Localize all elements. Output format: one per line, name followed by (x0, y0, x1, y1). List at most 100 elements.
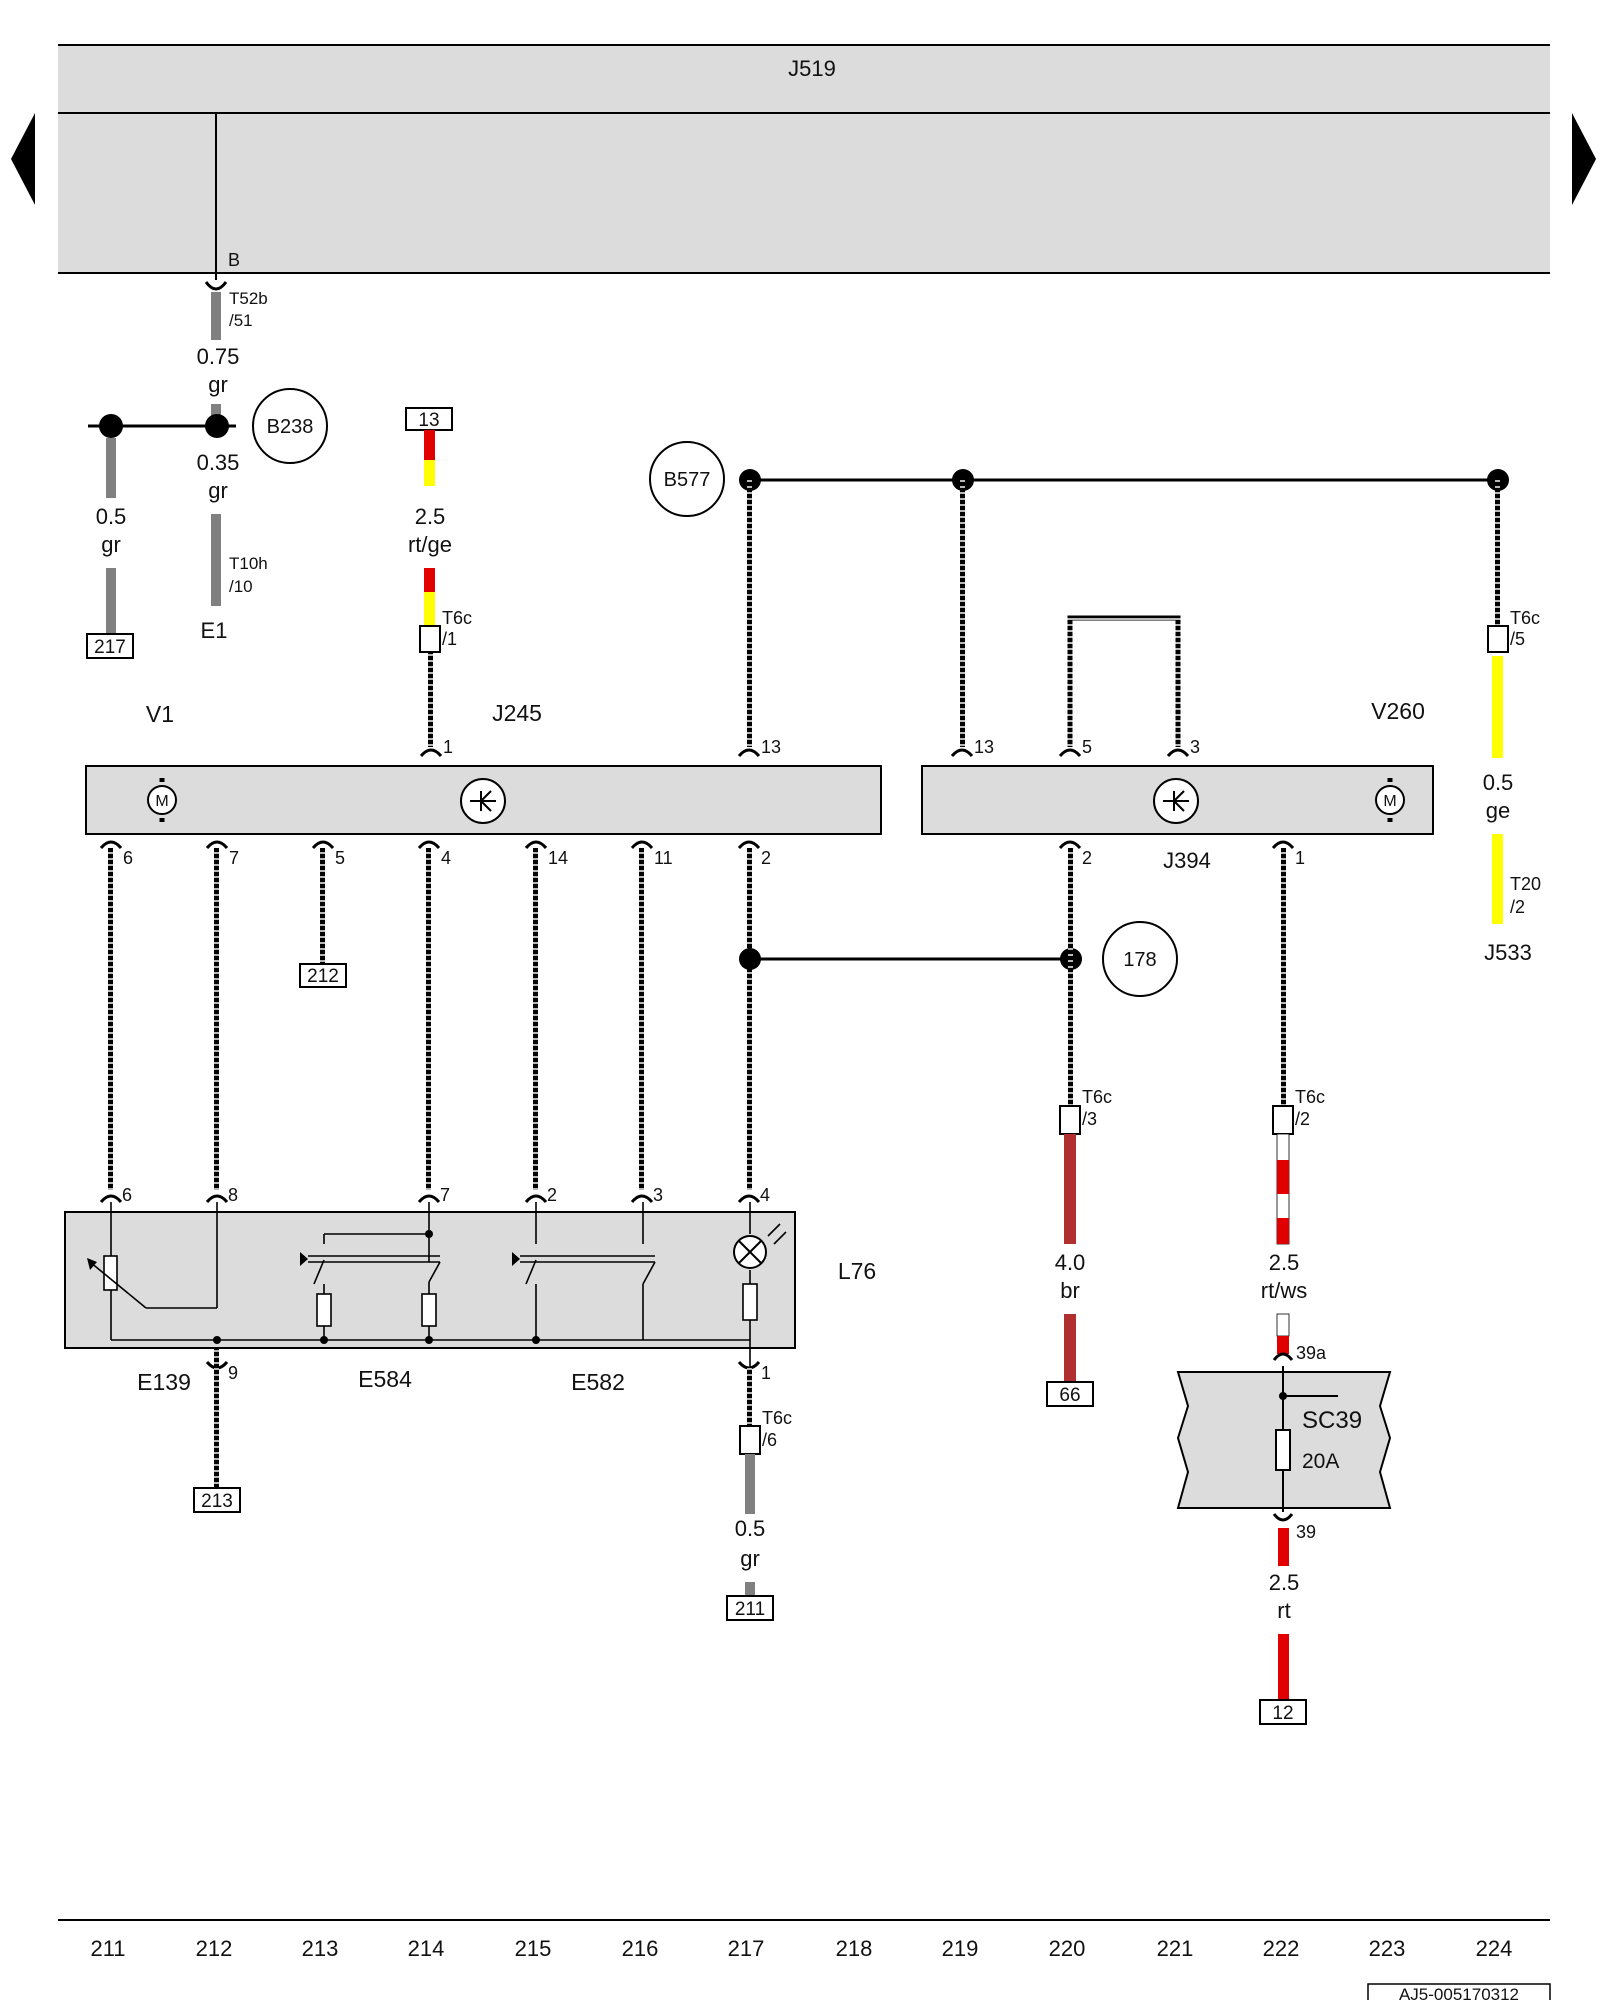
ref-box-217 (86, 633, 134, 659)
module-label-e584: E584 (358, 1366, 412, 1392)
connector-t6c-pin: /2 (1295, 1109, 1310, 1129)
wire-05-gr-left (106, 438, 116, 498)
pin-label: 4 (760, 1185, 770, 1205)
wire-label-075-size: 0.75 (197, 344, 240, 369)
ref-label-12: 12 (1272, 1703, 1293, 1724)
wire-05-ge (1492, 656, 1503, 758)
lamp-icon (733, 1223, 787, 1269)
connector-t10h-label: T10h (229, 554, 268, 573)
svg-text:M: M (1383, 793, 1396, 810)
connector-t20-pin: /2 (1510, 897, 1525, 917)
wire-label-40-color: br (1060, 1278, 1080, 1303)
pin-label: 1 (1295, 848, 1305, 868)
scale-label: 218 (836, 1936, 873, 1961)
pin-label: 2 (547, 1185, 557, 1205)
node-b577 (649, 441, 725, 517)
module-label-e1: E1 (201, 618, 228, 643)
scale-label: 212 (196, 1936, 233, 1961)
ref-label-211: 211 (735, 1599, 765, 1620)
connector-t6c-5 (1487, 625, 1509, 653)
scale-label: 213 (302, 1936, 339, 1961)
j245-bottom-wires: 6 7 5 212 4 14 11 2 (99, 840, 771, 1190)
wire-label-05gr-size: 0.5 (735, 1516, 766, 1541)
wire-j394-1: 1 T6c /2 2.5 rt/ws 39a (1261, 840, 1327, 1363)
wire-segment-gr (106, 568, 116, 634)
module-label-e582: E582 (571, 1369, 625, 1395)
connector-t20-label: T20 (1510, 874, 1541, 894)
fuse-rating: 20A (1302, 1450, 1339, 1473)
scale-label: 224 (1476, 1936, 1513, 1961)
connector-t52b-label: T52b (229, 289, 268, 308)
wire-label-05gr-color: gr (740, 1546, 760, 1571)
ref-label-66: 66 (1059, 1385, 1080, 1406)
pin-label: 9 (228, 1363, 238, 1383)
scale-label: 216 (622, 1936, 659, 1961)
connector-j394-13 (950, 748, 974, 758)
pin-label: 5 (1082, 737, 1092, 757)
connector-t10h-pin: /10 (229, 577, 253, 596)
wire-035-gr (211, 514, 221, 606)
previous-page-arrow-icon[interactable] (11, 113, 35, 205)
scale-label: 221 (1157, 1936, 1194, 1961)
connector-t6c-label: T6c (1082, 1087, 1112, 1107)
pin-label: 2 (761, 848, 771, 868)
fuse-icon (1275, 1429, 1291, 1471)
wire-075-gr (211, 292, 221, 340)
pin-label-b: B (228, 250, 240, 270)
wire-05-gr (745, 1454, 755, 1514)
junction-dot (739, 948, 761, 970)
connector-j394-5 (1058, 748, 1082, 758)
wire-b577-j245 (747, 480, 752, 747)
wire-label-25rtws-color: rt/ws (1261, 1278, 1307, 1303)
wire-loop-j394 (1067, 615, 1181, 747)
module-label-v1: V1 (146, 701, 174, 727)
adjust-arrow-icon (87, 1258, 97, 1270)
connector-t6c-pin: /3 (1082, 1109, 1097, 1129)
connector-j245-1 (419, 748, 443, 758)
module-block-j245: M (85, 765, 882, 835)
scale-label: 222 (1263, 1936, 1300, 1961)
module-label-v260: V260 (1371, 698, 1425, 724)
ref-box-211 (726, 1595, 774, 1621)
feed-j245: 13 2.5 rt/ge T6c /1 (405, 407, 472, 747)
module-label-e139: E139 (137, 1369, 191, 1395)
node-b577-label: B577 (664, 469, 711, 491)
module-block-j394: M (921, 765, 1434, 835)
scale-label: 217 (728, 1936, 765, 1961)
motor-icon: M (147, 778, 177, 822)
footer-code: AJ5-005170312 (1367, 1983, 1551, 2000)
wire-j394-2: 2 T6c /3 4.0 br 66 (1046, 840, 1112, 1407)
connector-t6c-pin: /5 (1510, 629, 1525, 649)
connector-t6c-1 (419, 625, 441, 653)
pin-label: 1 (443, 737, 453, 757)
connector-t6c-pin: /6 (762, 1430, 777, 1450)
ref-box-66 (1046, 1381, 1094, 1407)
connector-39 (1272, 1513, 1294, 1522)
scale-label: 223 (1369, 1936, 1406, 1961)
next-page-arrow-icon[interactable] (1572, 113, 1596, 205)
junction-178: 178 (739, 921, 1178, 997)
wire-label-25rt-size: 2.5 (1269, 1570, 1300, 1595)
transistor-icon (460, 778, 506, 824)
connector-t6c-3 (1059, 1105, 1081, 1135)
pin-label: 3 (1190, 737, 1200, 757)
scale-label: 211 (90, 1936, 125, 1961)
connector-t52b (204, 281, 228, 291)
pin-label: 8 (228, 1185, 238, 1205)
scale-label: 220 (1049, 1936, 1086, 1961)
pin-label: 4 (441, 848, 451, 868)
ref-label-13: 13 (418, 410, 439, 431)
module-label-j533: J533 (1484, 940, 1532, 965)
switch-module-l76: 6 8 7 2 3 4 (64, 1185, 796, 1621)
transistor-icon (1153, 778, 1199, 824)
wire-label-075-color: gr (208, 372, 228, 397)
pin-label: 2 (1082, 848, 1092, 868)
connector-j245-13 (737, 748, 761, 758)
pin-label: 6 (122, 1185, 132, 1205)
switch-contact-icon (512, 1252, 520, 1266)
ref-label-212: 212 (307, 966, 339, 987)
wire-label-05ge-color: ge (1486, 798, 1510, 823)
pin-label: 1 (761, 1363, 771, 1383)
wire-40-br (1064, 1134, 1076, 1244)
connector-t6c-label: T6c (1510, 608, 1540, 628)
